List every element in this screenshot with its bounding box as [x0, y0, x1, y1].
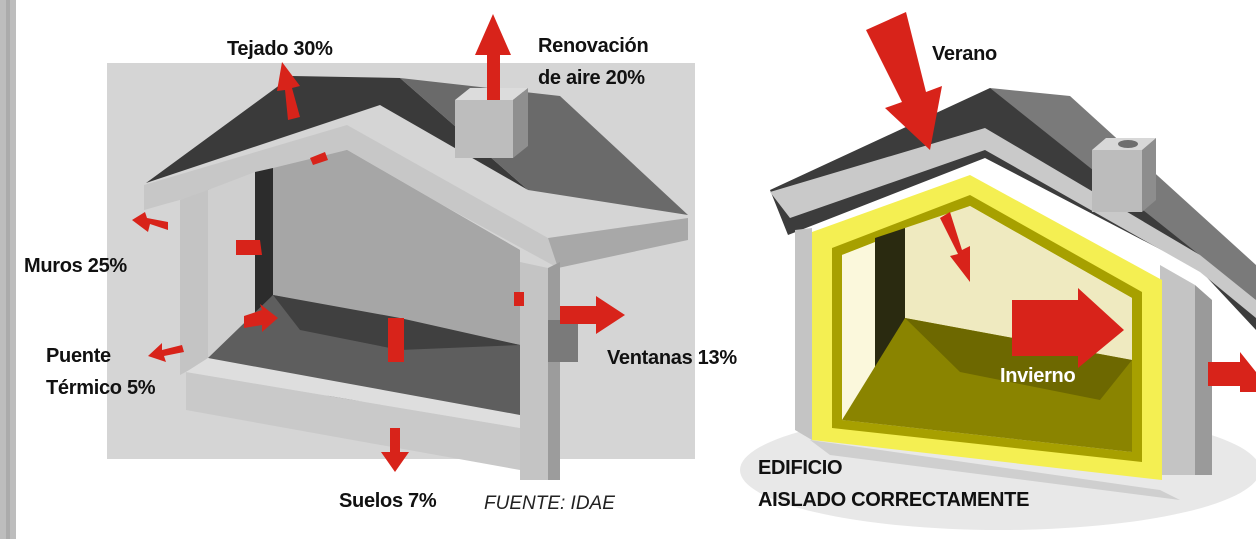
heat-loss-arrows: [132, 14, 625, 472]
label-air-renewal-2: de aire 20%: [538, 67, 645, 89]
arrow-winter-loss: [1208, 352, 1256, 392]
house-insulated: [740, 12, 1256, 530]
arrow-summer-inner: [940, 212, 970, 282]
arrow-windows: [560, 296, 625, 334]
arrow-air-renewal: [475, 14, 511, 100]
label-walls: Muros 25%: [24, 255, 127, 277]
wall-left: [180, 190, 208, 375]
chimney: [1092, 150, 1142, 212]
arrow-thermal-bridge: [148, 343, 184, 362]
label-summer: Verano: [932, 43, 997, 65]
label-thermal-bridge-1: Puente: [46, 345, 111, 367]
wall-right: [1160, 265, 1195, 475]
label-windows: Ventanas 13%: [607, 347, 737, 369]
label-winter: Invierno: [1000, 365, 1076, 387]
arrow-roof: [277, 62, 300, 120]
season-arrows: [866, 12, 1256, 392]
label-roof: Tejado 30%: [227, 38, 333, 60]
source-caption: FUENTE: IDAE: [484, 493, 615, 514]
wall-left: [795, 228, 812, 440]
arrow-roof-inner: [310, 152, 328, 165]
arrow-thermal-bridge-inner: [244, 304, 278, 332]
arrow-floor-inner: [388, 318, 404, 362]
label-floors: Suelos 7%: [339, 490, 437, 512]
arrow-winter: [1012, 288, 1124, 368]
wall-right: [520, 262, 548, 480]
caption-line-2: AISLADO CORRECTAMENTE: [758, 489, 1030, 511]
floor: [208, 295, 520, 420]
roof: [770, 88, 1256, 330]
label-thermal-bridge-2: Térmico 5%: [46, 377, 156, 399]
roof: [146, 76, 528, 190]
house-heat-loss: [107, 14, 695, 480]
caption-line-1: EDIFICIO: [758, 457, 843, 479]
arrow-walls: [132, 212, 168, 232]
arrow-floors: [381, 428, 409, 472]
arrow-summer: [866, 12, 942, 150]
chimney: [455, 100, 513, 158]
label-air-renewal-1: Renovación: [538, 35, 649, 57]
arrow-walls-inner: [236, 240, 262, 255]
